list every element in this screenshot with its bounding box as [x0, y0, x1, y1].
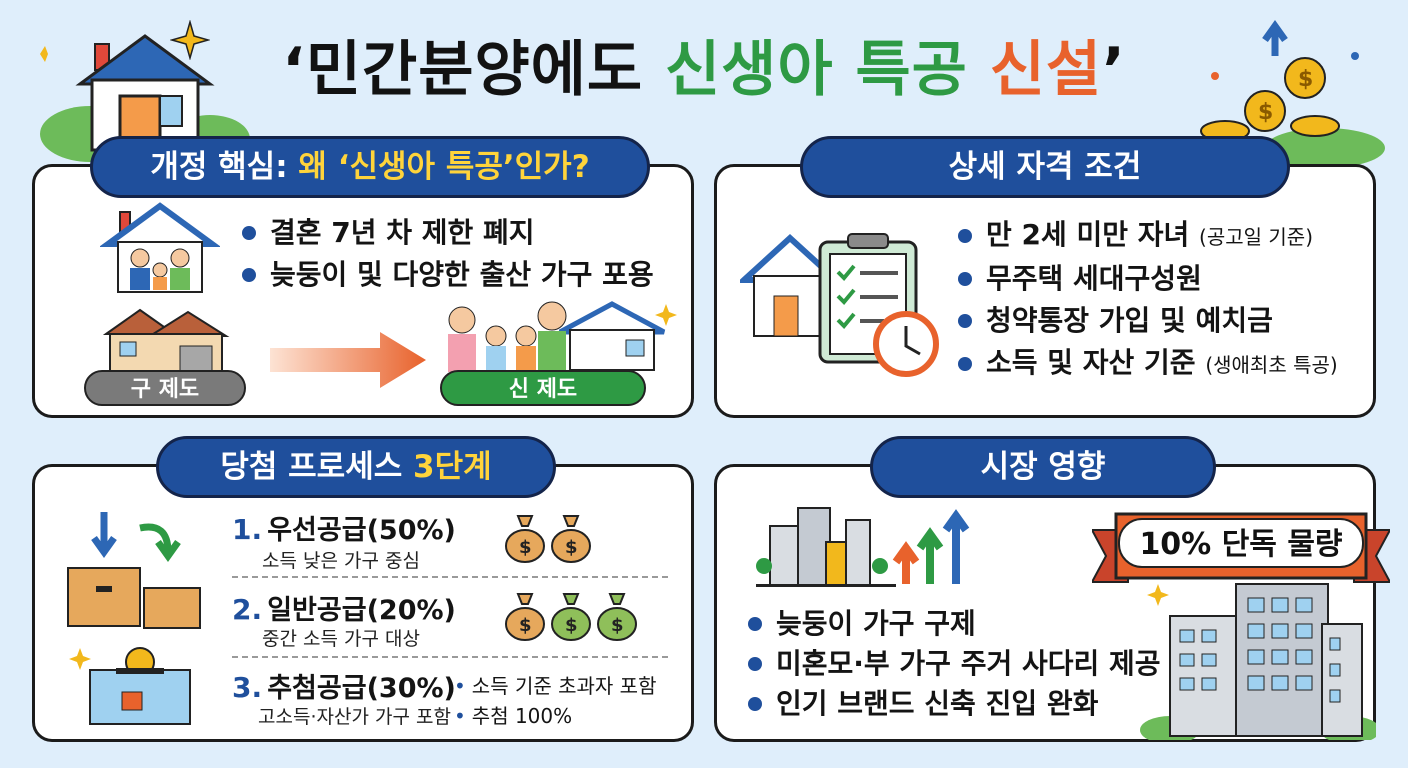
step-title: 우선공급(50%) — [267, 515, 456, 546]
bullet-item: 무주택 세대구성원 — [956, 258, 1338, 300]
ribbon-label-bg: 10% 단독 물량 — [1118, 518, 1364, 568]
svg-text:$: $ — [1258, 100, 1273, 125]
coins-illustration: $ $ — [1200, 19, 1385, 166]
svg-text:$: $ — [565, 615, 578, 636]
step-subtitle: 중간 소득 가구 대상 — [262, 628, 420, 650]
panel-header-eligibility: 상세 자격 조건 — [800, 136, 1290, 198]
money-bag-icon: $ — [551, 515, 591, 563]
bullet-item: 만 2세 미만 자녀 (공고일 기준) — [956, 214, 1338, 258]
header-prefix: 개정 핵심: — [150, 149, 299, 185]
step-title: 일반공급(20%) — [267, 595, 456, 626]
svg-text:$: $ — [519, 615, 532, 636]
lottery-note: 소득 기준 초과자 포함 — [454, 670, 657, 699]
bullet-item: 인기 브랜드 신축 진입 완화 — [746, 684, 1161, 724]
svg-text:$: $ — [1298, 67, 1313, 92]
money-bag-icon: $ — [505, 515, 545, 563]
step-subtitle: 소득 낮은 가구 중심 — [262, 550, 420, 572]
bullet-item: 청약통장 가입 및 예치금 — [956, 300, 1338, 342]
step-number: 1. — [232, 513, 263, 546]
svg-text:$: $ — [519, 537, 532, 558]
checklist-icon — [740, 233, 939, 377]
panel-header-market: 시장 영향 — [870, 436, 1216, 498]
arrow-right-icon — [270, 332, 426, 388]
step-title: 추첨공급(30%) — [267, 673, 456, 704]
new-family-icon — [448, 301, 677, 372]
step-2: 2. 일반공급(20%) — [232, 588, 456, 627]
apartment-building-icon — [1140, 583, 1376, 740]
header-highlight: 3단계 — [413, 449, 492, 485]
title-quote: ’ — [1102, 35, 1126, 105]
sparkle-icon — [170, 20, 210, 60]
city-growth-icon — [756, 507, 970, 587]
old-house-icon — [102, 308, 230, 373]
step-3: 3. 추첨공급(30%) — [232, 666, 456, 705]
step-number: 2. — [232, 593, 263, 626]
svg-text:$: $ — [611, 615, 624, 636]
ribbon-label: 10% 단독 물량 — [1139, 527, 1343, 562]
old-system-label: 구 제도 — [84, 370, 246, 406]
panel-header-process: 당첨 프로세스 3단계 — [156, 436, 556, 498]
divider — [232, 656, 668, 658]
bullet-item: 미혼모·부 가구 주거 사다리 제공 — [746, 644, 1161, 684]
divider — [232, 576, 668, 578]
page-title: ‘민간분양에도 신생아 특공 신설’ — [0, 30, 1408, 110]
title-text: ‘민간분양에도 — [282, 35, 665, 105]
lottery-note: 추첨 100% — [454, 700, 572, 729]
header-prefix: 당첨 프로세스 — [220, 449, 414, 485]
bullet-item: 늦둥이 가구 구제 — [746, 604, 1161, 644]
new-system-label: 신 제도 — [440, 370, 646, 406]
market-bullets: 늦둥이 가구 구제 미혼모·부 가구 주거 사다리 제공 인기 브랜드 신축 진… — [746, 604, 1161, 724]
step-number: 3. — [232, 671, 263, 704]
title-highlight-orange: 신설 — [967, 35, 1103, 105]
step-subtitle: 고소득·자산가 가구 포함 — [258, 706, 451, 728]
step-1: 1. 우선공급(50%) — [232, 508, 456, 547]
eligibility-bullets: 만 2세 미만 자녀 (공고일 기준) 무주택 세대구성원 청약통장 가입 및 … — [956, 214, 1338, 386]
title-highlight-green: 신생아 특공 — [664, 35, 968, 105]
money-bag-icon: $ — [597, 593, 637, 641]
bullet-item: 소득 및 자산 기준 (생애최초 특공) — [956, 342, 1338, 386]
bullet-item: 결혼 7년 차 제한 폐지 — [240, 212, 654, 254]
panel-header-revision: 개정 핵심: 왜 ‘신생아 특공’인가? — [90, 136, 650, 198]
money-bag-icon: $ — [505, 593, 545, 641]
family-house-icon — [100, 202, 220, 293]
boxes-illustration — [67, 512, 201, 725]
bullet-item: 늦둥이 및 다양한 출산 가구 포용 — [240, 254, 654, 296]
revision-bullets: 결혼 7년 차 제한 폐지 늦둥이 및 다양한 출산 가구 포용 — [240, 212, 654, 296]
svg-text:$: $ — [565, 537, 578, 558]
header-highlight: 왜 ‘신생아 특공’인가? — [298, 149, 590, 185]
money-bag-icon: $ — [551, 593, 591, 641]
